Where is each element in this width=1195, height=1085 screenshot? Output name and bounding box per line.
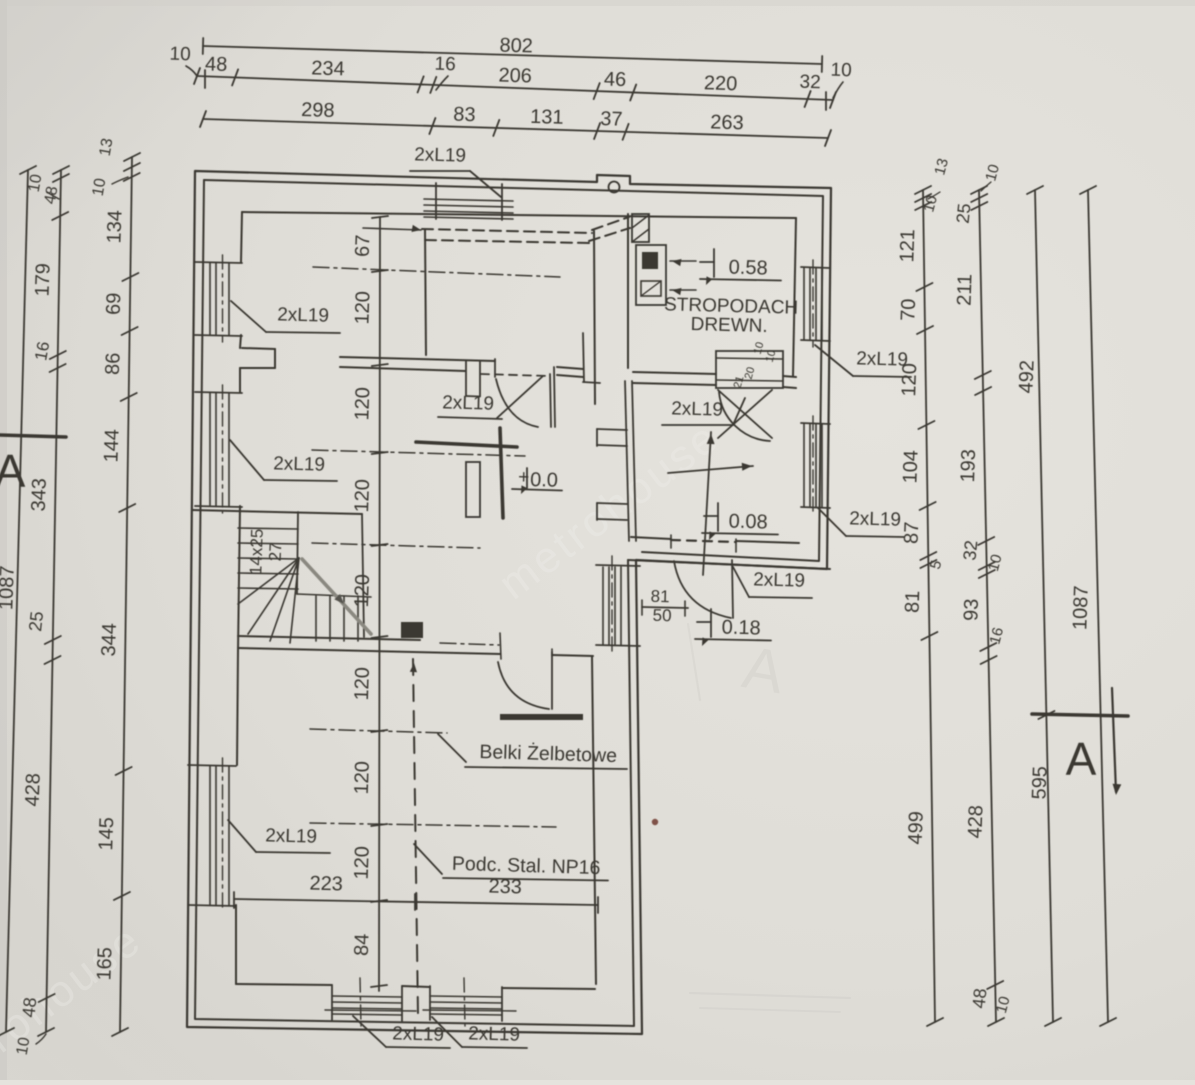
svg-text:144: 144 xyxy=(100,429,123,463)
svg-text:120: 120 xyxy=(351,291,374,325)
svg-text:2xL19: 2xL19 xyxy=(671,398,723,420)
svg-text:120: 120 xyxy=(351,761,374,795)
svg-text:10: 10 xyxy=(90,177,110,198)
svg-text:14x25: 14x25 xyxy=(246,528,267,575)
svg-text:121: 121 xyxy=(896,229,919,263)
svg-text:206: 206 xyxy=(498,65,532,88)
svg-text:428: 428 xyxy=(22,773,45,807)
svg-text:48: 48 xyxy=(18,996,40,1018)
svg-text:Belki Żelbetowe: Belki Żelbetowe xyxy=(479,740,617,767)
svg-text:81: 81 xyxy=(650,587,669,606)
svg-text:48: 48 xyxy=(205,53,228,76)
svg-text:A: A xyxy=(1066,733,1097,785)
svg-text:10: 10 xyxy=(14,1036,34,1057)
svg-text:2xL19: 2xL19 xyxy=(468,1023,520,1045)
svg-text:86: 86 xyxy=(102,352,125,375)
svg-text:2xL19: 2xL19 xyxy=(392,1023,444,1045)
svg-text:37: 37 xyxy=(600,108,623,131)
svg-text:Podc. Stal. NP16: Podc. Stal. NP16 xyxy=(452,853,601,879)
svg-text:DREWN.: DREWN. xyxy=(690,314,768,337)
svg-text:0.08: 0.08 xyxy=(728,510,768,533)
svg-text:25: 25 xyxy=(25,610,47,632)
svg-text:27: 27 xyxy=(266,542,286,562)
svg-text:32: 32 xyxy=(959,539,981,561)
svg-text:93: 93 xyxy=(960,598,983,621)
svg-text:69: 69 xyxy=(103,292,126,315)
svg-text:25: 25 xyxy=(953,202,975,224)
svg-text:595: 595 xyxy=(1028,766,1051,800)
svg-text:0.18: 0.18 xyxy=(721,616,761,639)
svg-text:104: 104 xyxy=(899,450,922,484)
svg-text:81: 81 xyxy=(902,590,925,613)
svg-text:2xL19: 2xL19 xyxy=(414,144,466,166)
svg-text:120: 120 xyxy=(351,667,374,701)
svg-text:A: A xyxy=(0,445,26,497)
svg-text:70: 70 xyxy=(897,298,920,321)
svg-text:120: 120 xyxy=(351,846,374,880)
svg-text:50: 50 xyxy=(652,606,671,625)
svg-text:84: 84 xyxy=(351,933,374,956)
svg-text:16: 16 xyxy=(434,54,456,76)
svg-text:343: 343 xyxy=(28,478,51,512)
svg-text:2xL19: 2xL19 xyxy=(856,348,908,370)
svg-text:492: 492 xyxy=(1015,360,1038,394)
svg-text:32: 32 xyxy=(799,72,821,94)
svg-text:1087: 1087 xyxy=(0,565,19,610)
svg-text:0.58: 0.58 xyxy=(728,256,768,279)
svg-text:2xL19: 2xL19 xyxy=(442,392,494,414)
svg-text:2xL19: 2xL19 xyxy=(277,304,329,326)
svg-text:193: 193 xyxy=(957,449,980,483)
svg-text:83: 83 xyxy=(453,104,476,127)
svg-text:263: 263 xyxy=(710,111,744,134)
svg-text:10: 10 xyxy=(169,44,191,66)
svg-text:2xL19: 2xL19 xyxy=(273,453,325,475)
svg-text:802: 802 xyxy=(499,35,533,58)
svg-text:428: 428 xyxy=(964,805,987,839)
svg-text:298: 298 xyxy=(301,99,335,122)
svg-text:211: 211 xyxy=(953,273,976,306)
svg-text:120: 120 xyxy=(351,387,374,421)
svg-text:46: 46 xyxy=(604,68,627,91)
svg-text:10: 10 xyxy=(26,173,46,194)
svg-text:145: 145 xyxy=(95,817,118,851)
svg-text:13: 13 xyxy=(97,137,117,158)
svg-text:10: 10 xyxy=(830,60,852,82)
svg-text:67: 67 xyxy=(352,234,375,257)
svg-text:165: 165 xyxy=(93,947,116,981)
svg-text:499: 499 xyxy=(905,811,928,845)
svg-text:120: 120 xyxy=(351,574,374,608)
svg-text:2xL19: 2xL19 xyxy=(753,569,805,591)
svg-text:234: 234 xyxy=(311,57,345,80)
svg-text:220: 220 xyxy=(704,72,738,95)
svg-text:179: 179 xyxy=(32,263,55,297)
svg-text:2xL19: 2xL19 xyxy=(265,825,317,847)
svg-text:2xL19: 2xL19 xyxy=(849,508,901,530)
svg-text:0.0: 0.0 xyxy=(530,469,558,492)
svg-text:223: 223 xyxy=(309,873,343,896)
svg-text:87: 87 xyxy=(901,521,924,544)
svg-text:48: 48 xyxy=(969,987,991,1009)
svg-text:1087: 1087 xyxy=(1069,585,1093,630)
svg-text:344: 344 xyxy=(98,623,121,657)
svg-text:131: 131 xyxy=(530,106,564,129)
svg-text:16: 16 xyxy=(31,340,53,362)
svg-text:120: 120 xyxy=(351,479,374,513)
svg-text:134: 134 xyxy=(103,210,126,244)
